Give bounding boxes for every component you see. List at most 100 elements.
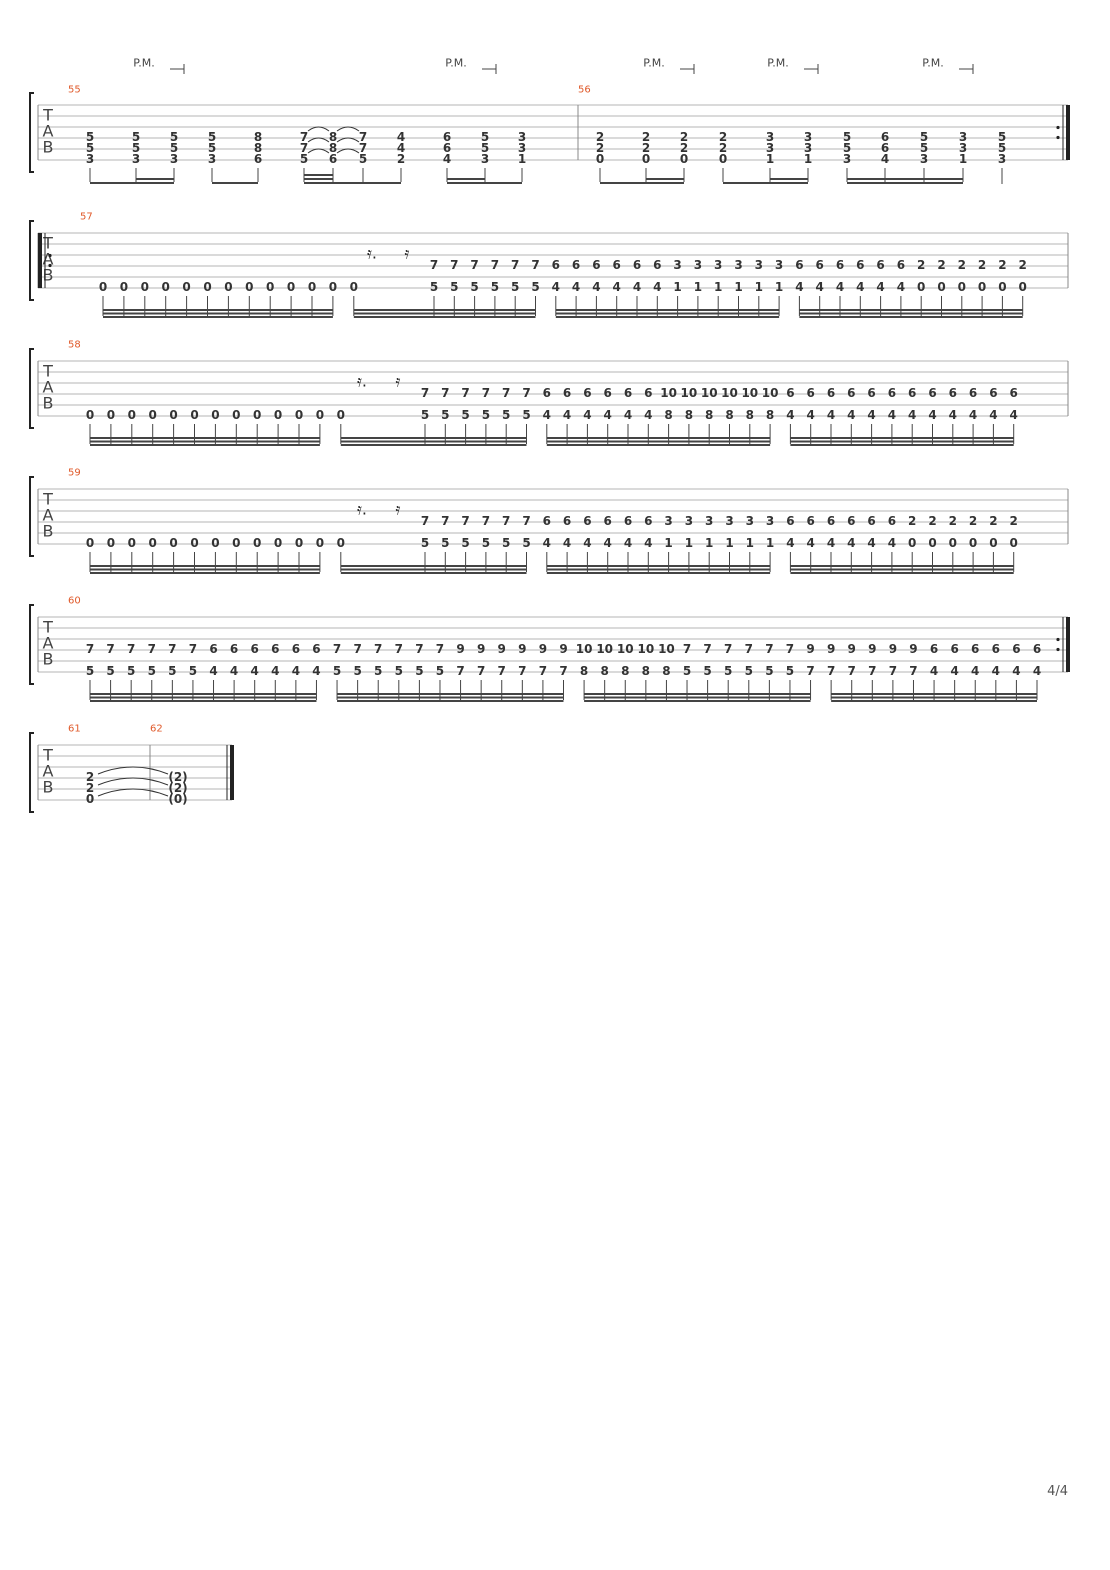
beam <box>799 312 1023 315</box>
fret-number: 6 <box>876 258 884 272</box>
fret-number: 9 <box>868 642 876 656</box>
fret-number: 7 <box>415 642 423 656</box>
fret-number: 5 <box>359 152 367 166</box>
beam <box>304 174 333 176</box>
fret-number: 0 <box>253 536 261 550</box>
beam <box>831 696 1037 699</box>
fret-number: 7 <box>531 258 539 272</box>
repeat-dot <box>1056 637 1060 642</box>
tab-clef-a: A <box>43 250 54 269</box>
tab-clef-t: T <box>42 618 53 637</box>
fret-number: 6 <box>816 258 824 272</box>
fret-number: 6 <box>443 141 451 155</box>
fret-number: 0 <box>232 536 240 550</box>
fret-number: 6 <box>604 514 612 528</box>
fret-number: 4 <box>827 536 835 550</box>
fret-number: 7 <box>450 258 458 272</box>
fret-number: 7 <box>395 642 403 656</box>
fret-number: 3 <box>481 152 489 166</box>
fret-number: 6 <box>312 642 320 656</box>
beam <box>304 182 401 184</box>
fret-number: 6 <box>928 386 936 400</box>
tab-clef-t: T <box>42 490 53 509</box>
fret-number: 3 <box>673 258 681 272</box>
beam <box>340 568 527 571</box>
fret-number: 6 <box>867 386 875 400</box>
fret-number: 8 <box>662 664 670 678</box>
palm-mute-label: P.M. <box>643 57 664 70</box>
fret-number: 4 <box>876 280 884 294</box>
fret-number: 6 <box>1010 386 1018 400</box>
fret-number: 4 <box>881 152 889 166</box>
fret-number: 2 <box>908 514 916 528</box>
fret-number: 3 <box>804 141 812 155</box>
tab-clef-b: B <box>43 266 54 285</box>
fret-number: 0 <box>958 280 966 294</box>
fret-number: 6 <box>209 642 217 656</box>
fret-number: 2 <box>596 141 604 155</box>
fret-number: 7 <box>868 664 876 678</box>
beam <box>831 700 1037 702</box>
fret-number: 0 <box>224 280 232 294</box>
fret-number: 8 <box>685 408 693 422</box>
fret-number: 0 <box>99 280 107 294</box>
fret-number: 7 <box>539 664 547 678</box>
fret-number: 5 <box>461 536 469 550</box>
fret-number: 0 <box>169 408 177 422</box>
system-bracket <box>29 348 34 429</box>
fret-number: 0 <box>149 536 157 550</box>
beam <box>790 444 1014 446</box>
beam <box>790 572 1014 574</box>
fret-number: 5 <box>333 664 341 678</box>
fret-number: 4 <box>292 664 300 678</box>
fret-number: 0 <box>316 536 324 550</box>
fret-number: 0 <box>107 408 115 422</box>
beam <box>790 568 1014 571</box>
fret-number: 5 <box>522 536 530 550</box>
fret-number: 0 <box>274 536 282 550</box>
tab-clef-b: B <box>43 394 54 413</box>
fret-number: 6 <box>930 642 938 656</box>
fret-number: 8 <box>600 664 608 678</box>
repeat-dot <box>48 253 52 258</box>
fret-number: 6 <box>583 514 591 528</box>
fret-number: 3 <box>208 152 216 166</box>
fret-number: 2 <box>719 130 727 144</box>
fret-number: 8 <box>642 664 650 678</box>
fret-number: 0 <box>350 280 358 294</box>
fret-number: 4 <box>786 536 794 550</box>
fret-number: 2 <box>917 258 925 272</box>
fret-number: 4 <box>795 280 803 294</box>
fret-number: 2 <box>680 141 688 155</box>
fret-number: 5 <box>511 280 519 294</box>
repeat-dot <box>1056 135 1060 140</box>
fret-number: 2 <box>989 514 997 528</box>
fret-number: 10 <box>617 642 634 656</box>
fret-number: 5 <box>920 130 928 144</box>
fret-number: 0 <box>287 280 295 294</box>
palm-mute-label: P.M. <box>922 57 943 70</box>
fret-number: 2 <box>1010 514 1018 528</box>
fret-number: 3 <box>86 152 94 166</box>
fret-number: 6 <box>583 386 591 400</box>
sixteenth-rest: 𝄿 <box>396 372 401 391</box>
fret-number: 7 <box>477 664 485 678</box>
beam <box>584 696 811 699</box>
fret-number: 0 <box>169 536 177 550</box>
fret-number: 5 <box>481 130 489 144</box>
fret-number: 6 <box>329 152 337 166</box>
beam <box>90 440 320 443</box>
fret-number: 6 <box>847 386 855 400</box>
fret-number: 2 <box>719 141 727 155</box>
tab-clef-b: B <box>43 650 54 669</box>
fret-number: 4 <box>816 280 824 294</box>
fret-number: 0 <box>1019 280 1027 294</box>
fret-number: 7 <box>683 642 691 656</box>
fret-number: 0 <box>128 408 136 422</box>
fret-number: 6 <box>807 514 815 528</box>
slur <box>336 137 360 143</box>
fret-number: 5 <box>148 664 156 678</box>
slur <box>307 126 330 132</box>
sixteenth-rest-dotted: 𝄿. <box>367 244 377 263</box>
tie <box>97 766 169 775</box>
